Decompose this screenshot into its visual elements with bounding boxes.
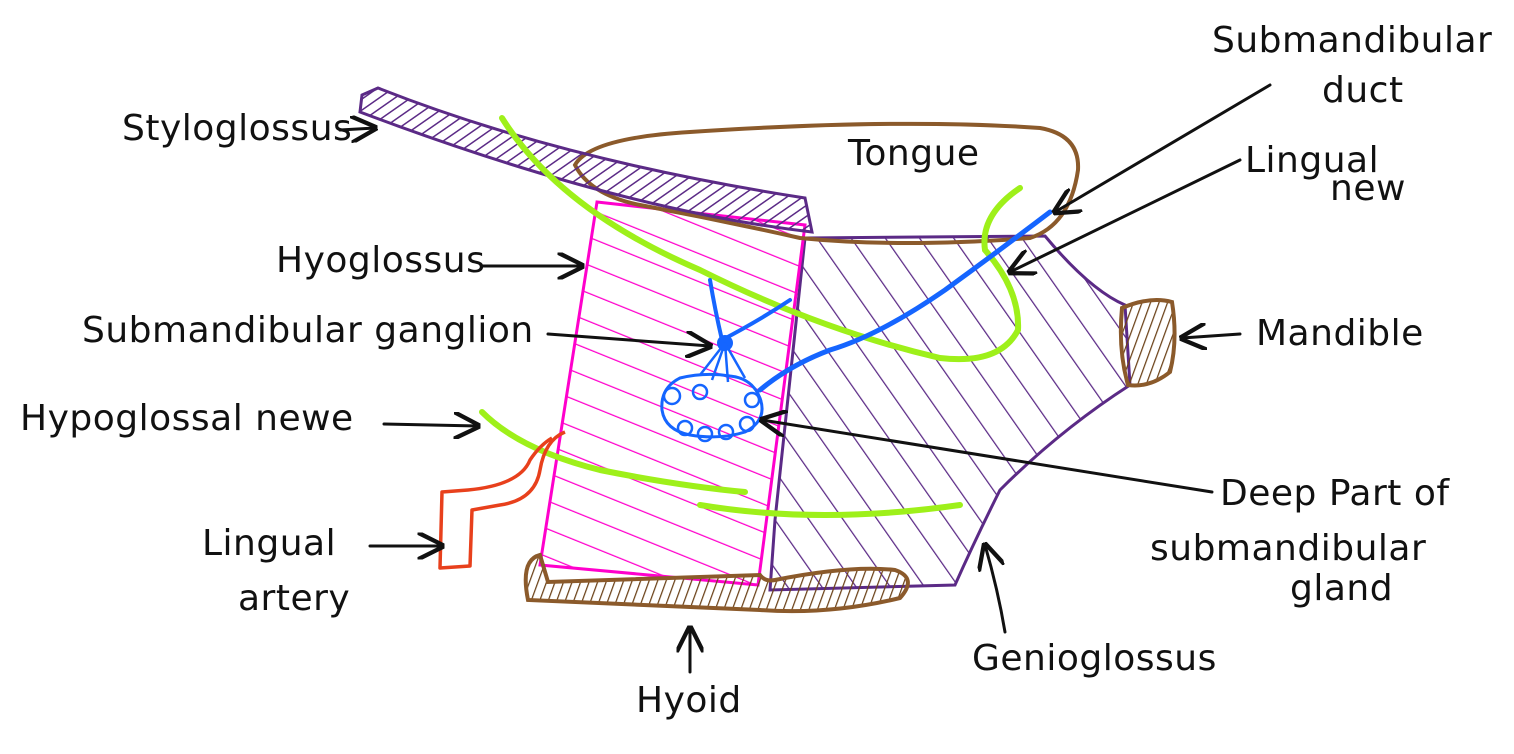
arrow-styloglossus xyxy=(338,128,375,130)
arrow-lingual-nerve xyxy=(1010,158,1242,272)
label-mandible: Mandible xyxy=(1256,313,1424,354)
mandible-bone xyxy=(1118,298,1177,388)
label-hyoglossus: Hyoglossus xyxy=(276,240,485,281)
genioglossus-muscle xyxy=(768,234,1132,592)
label-genioglossus: Genioglossus xyxy=(972,638,1217,679)
label-deep-part-line1: Deep Part of xyxy=(1220,473,1450,514)
label-hypoglossal-nerve: Hypoglossal newe xyxy=(20,398,354,439)
label-deep-part-line3: gland xyxy=(1290,568,1393,609)
label-hyoid: Hyoid xyxy=(636,680,742,721)
arrow-mandible xyxy=(1182,334,1242,338)
hypoglossal-nerve xyxy=(479,409,748,495)
label-lingual-nerve-line2: new xyxy=(1330,168,1406,209)
arrow-hypoglossal-nerve xyxy=(382,424,478,426)
label-lingual-nerve-line1: Lingual xyxy=(1245,140,1379,181)
arrow-submandibular-duct xyxy=(1055,83,1272,212)
lingual-artery xyxy=(438,430,566,570)
arrow-submandibular-ganglion xyxy=(546,334,710,346)
label-styloglossus: Styloglossus xyxy=(122,108,352,149)
styloglossus-muscle xyxy=(358,86,814,234)
hyoid-bone xyxy=(523,552,910,614)
arrow-genioglossus xyxy=(985,545,1007,634)
label-submandibular-duct-line1: Submandibular xyxy=(1212,20,1492,61)
label-deep-part-line2: submandibular xyxy=(1150,528,1426,569)
submandibular-duct xyxy=(757,209,1053,393)
label-submandibular-ganglion: Submandibular ganglion xyxy=(82,310,534,351)
label-tongue: Tongue xyxy=(847,133,980,174)
arrow-deep-part xyxy=(762,420,1214,494)
label-lingual-artery-line1: Lingual xyxy=(202,523,336,564)
label-lingual-artery-line2: artery xyxy=(238,578,350,619)
hypoglossal-nerve-branch xyxy=(697,502,963,518)
lingual-nerve xyxy=(499,115,1023,363)
gland-lobules xyxy=(662,383,761,443)
label-submandibular-duct-line2: duct xyxy=(1322,70,1404,111)
